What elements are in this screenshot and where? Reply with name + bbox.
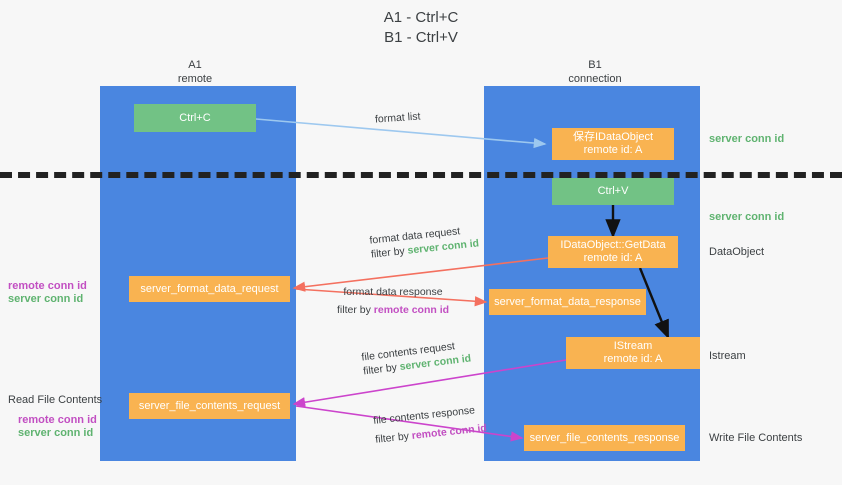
left-label-remote-conn-id-bottom: remote conn id <box>18 414 97 426</box>
right-label-server-conn-id-top: server conn id <box>709 133 785 145</box>
box-server-format-data-response: server_format_data_response <box>489 289 646 315</box>
left-label-server-conn-id-mid: server conn id <box>8 293 84 305</box>
column-header-a1: A1 remote <box>120 58 270 86</box>
box-server-format-data-request-label: server_format_data_request <box>140 282 279 295</box>
right-label-write-file-contents: Write File Contents <box>709 432 803 444</box>
edge-label-format-data-response-line2: filter by remote conn id <box>337 303 449 317</box>
phase-divider <box>0 172 842 178</box>
column-header-a1-name: A1 <box>188 59 202 71</box>
right-label-data-object: DataObject <box>709 246 765 258</box>
edge-label-format-data-response-prefix: filter by <box>337 304 374 316</box>
column-header-b1-sub: connection <box>568 73 622 85</box>
box-data-object-top-line1: 保存IDataObject <box>572 131 654 143</box>
left-label-server-conn-id-bottom: server conn id <box>18 427 94 439</box>
right-label-server-conn-id-mid: server conn id <box>709 211 785 223</box>
box-data-object-top-line2: remote id: A <box>583 144 643 156</box>
title-line-2: B1 - Ctrl+V <box>384 29 458 46</box>
box-server-format-data-request: server_format_data_request <box>129 276 290 302</box>
column-header-a1-sub: remote <box>177 73 213 85</box>
edge-label-file-contents-response-emphasis: remote conn id <box>411 422 488 442</box>
edge-label-file-contents-request-prefix: filter by <box>362 361 401 378</box>
box-server-file-contents-response: server_file_contents_response <box>524 425 685 451</box>
left-label-remote-conn-id-mid: remote conn id <box>8 280 87 292</box>
box-ctrl-c: Ctrl+C <box>134 104 256 132</box>
box-server-file-contents-request: server_file_contents_request <box>129 393 290 419</box>
edge-label-format-list: format list <box>375 109 421 126</box>
column-header-b1: B1 connection <box>520 58 670 86</box>
box-get-data-line1: IDataObject::GetData <box>560 239 666 251</box>
column-header-b1-name: B1 <box>588 59 602 71</box>
edge-label-format-data-response: format data response filter by remote co… <box>337 285 449 317</box>
edge-label-format-list-text: format list <box>374 110 421 126</box>
box-server-file-contents-request-label: server_file_contents_request <box>138 399 281 412</box>
diagram-title: A1 - Ctrl+C B1 - Ctrl+V <box>0 8 842 48</box>
box-ctrl-v-label: Ctrl+V <box>597 185 629 197</box>
right-label-istream: Istream <box>709 350 746 362</box>
edge-label-format-data-response-line1: format data response <box>343 286 443 298</box>
box-server-format-data-response-label: server_format_data_response <box>494 295 641 308</box>
edge-label-format-data-request-prefix: filter by <box>370 244 409 261</box>
box-istream: IStream remote id: A <box>566 337 700 369</box>
edge-label-format-data-request: format data request filter by server con… <box>369 222 480 261</box>
box-ctrl-c-label: Ctrl+C <box>179 111 211 124</box>
left-label-read-file-contents: Read File Contents <box>8 394 103 406</box>
box-get-data-line2: remote id: A <box>583 252 643 264</box>
box-ctrl-v: Ctrl+V <box>552 178 674 205</box>
box-istream-line2: remote id: A <box>603 353 663 365</box>
edge-label-format-data-response-emphasis: remote conn id <box>373 304 450 316</box>
edge-label-file-contents-response-prefix: filter by <box>374 429 413 446</box>
box-data-object-top: 保存IDataObject remote id: A <box>552 128 674 160</box>
edge-label-file-contents-request: file contents request filter by server c… <box>361 337 472 378</box>
box-server-file-contents-response-label: server_file_contents_response <box>529 431 680 444</box>
box-get-data: IDataObject::GetData remote id: A <box>548 236 678 268</box>
title-line-1: A1 - Ctrl+C <box>383 9 459 26</box>
edge-label-file-contents-response: file contents response filter by remote … <box>373 402 488 447</box>
box-istream-line1: IStream <box>613 340 653 352</box>
